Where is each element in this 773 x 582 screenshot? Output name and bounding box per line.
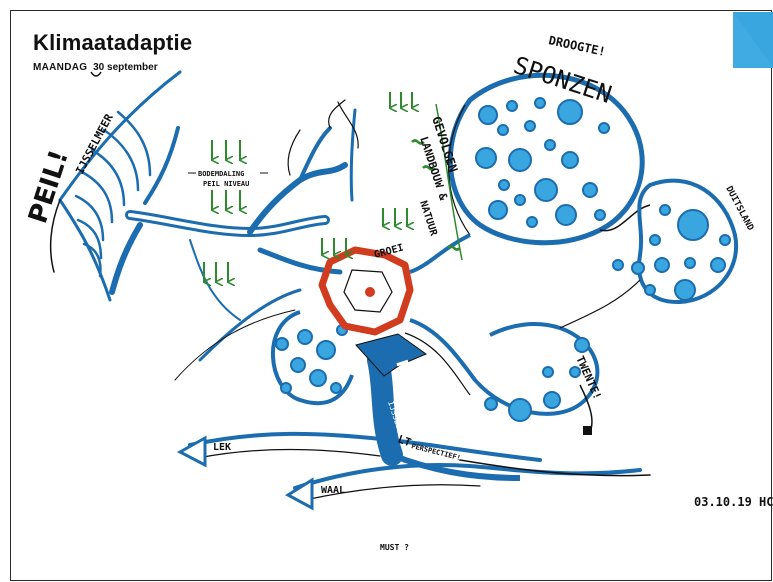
label-droogte: DROOGTE! (547, 33, 606, 59)
label-natuur: NATUUR (417, 200, 439, 239)
label-peil-ijssel: PEIL (392, 357, 422, 400)
label-waal: WAAL (321, 485, 345, 496)
label-lek: LEK (213, 442, 231, 453)
twente-branch (405, 280, 640, 435)
footer-note: MUST ? (380, 543, 409, 552)
label-duitsland: DUITSLAND (723, 185, 755, 233)
signature: 03.10.19 HC (694, 495, 773, 509)
drought-sponges (410, 75, 650, 272)
label-ijsselmeer: IJSSELMEER (73, 111, 116, 176)
ijsselmeer-waves (51, 72, 180, 300)
south-sponge (273, 312, 352, 403)
label-sponzen: SPONZEN (510, 51, 615, 109)
label-peilniveau: PEIL NIVEAU (203, 180, 249, 188)
label-peil-left: PEIL! (23, 147, 75, 228)
city-outline (322, 250, 410, 332)
label-bodemdaling: BODEMDALING (198, 170, 244, 178)
